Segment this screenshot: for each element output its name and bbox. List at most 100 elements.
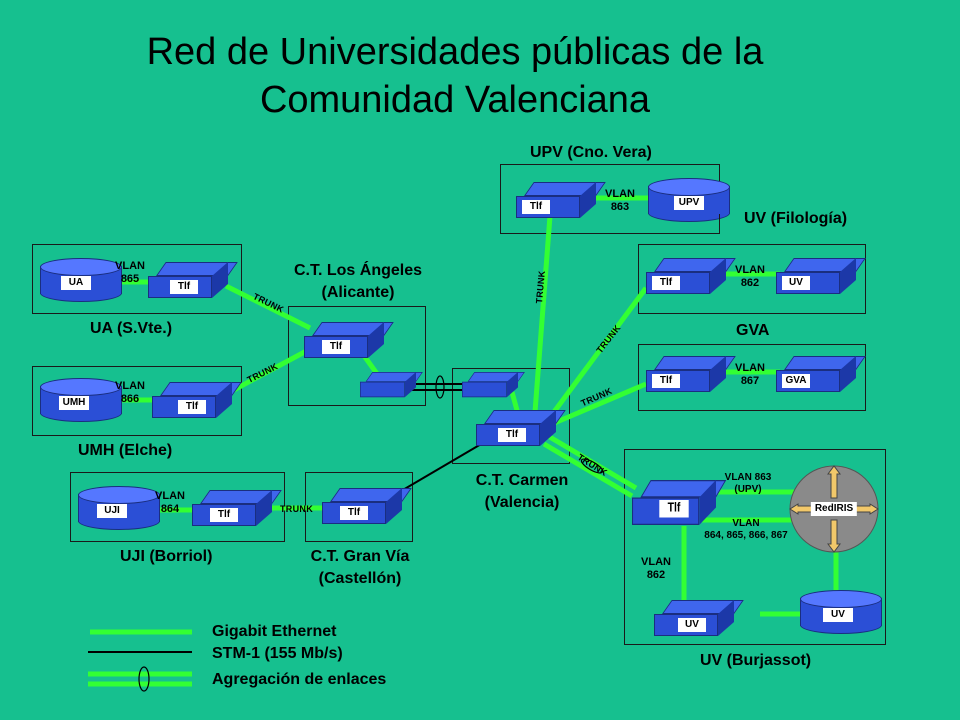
switch-umh-tlf: Tlf (152, 382, 242, 422)
title-line-2: Comunidad Valenciana (259, 79, 651, 121)
label-ct-granvia: C.T. Gran Vía (Castellón) (290, 546, 430, 590)
label-ct-carmen: C.T. Carmen (Valencia) (452, 470, 592, 514)
link-ua-angeles (224, 283, 312, 331)
router-ua: UA (40, 258, 122, 302)
router-tag: UA (61, 276, 91, 290)
switch-carmen-1 (462, 372, 525, 400)
switch-tag: Tlf (340, 506, 368, 520)
label-uji: UJI (Borriol) (120, 548, 213, 565)
switch-tag: UV (678, 618, 706, 632)
router-upv: UPV (648, 178, 730, 222)
label-ct-angeles: C.T. Los Ángeles (Alicante) (280, 260, 436, 304)
link-carmen-burjassot-b (542, 441, 634, 499)
switch-tag: UV (782, 276, 810, 290)
vlan-umh-line2: 866 (120, 393, 140, 405)
vlan-uji-line2: 864 (160, 503, 180, 515)
label-gva: GVA (736, 322, 770, 339)
router-tag: UJI (97, 504, 127, 518)
agg-ellipse-burjassot (580, 458, 604, 474)
vlan-umh: VLAN 866 (110, 380, 150, 406)
vlan-burj-862-line1: VLAN (641, 556, 671, 568)
switch-tag: Tlf (652, 374, 680, 388)
vlan-burjassot-862: VLAN 862 (634, 556, 678, 582)
switch-tag: Tlf (170, 280, 198, 294)
switch-uji-tlf: Tlf (192, 490, 282, 530)
link-gva-carmen (551, 381, 647, 427)
vlan-ua-line1: VLAN (115, 260, 145, 272)
vlan-burj-upv-line2: (UPV) (734, 484, 762, 495)
vlan-gva-line2: 867 (740, 375, 760, 387)
rediris-tag: RedIRIS (810, 502, 858, 516)
vlan-uji-line1: VLAN (155, 490, 185, 502)
switch-angeles-2 (360, 372, 423, 400)
vlan-burj-multi-line2: 864, 865, 866, 867 (704, 530, 788, 541)
label-uv-burjassot: UV (Burjassot) (700, 652, 812, 669)
legend-stm1-text: STM-1 (155 Mb/s) (212, 645, 343, 662)
legend-aggregation-text: Agregación de enlaces (212, 671, 387, 688)
vlan-burjassot-multi: VLAN 864, 865, 866, 867 (696, 518, 796, 542)
label-uv-filologia: UV (Filología) (744, 210, 848, 227)
vlan-burj-multi-line1: VLAN (732, 518, 760, 529)
switch-burjassot-tlf: Tlf (632, 480, 727, 530)
label-ua: UA (S.Vte.) (90, 320, 173, 337)
switch-tag: Tlf (322, 340, 350, 354)
router-tag: UMH (59, 396, 89, 410)
switch-tag: Tlf (178, 400, 206, 414)
switch-filologia-tlf: Tlf (646, 258, 736, 298)
switch-gva-gva: GVA (776, 356, 866, 396)
switch-carmen-tlf: Tlf (476, 410, 566, 450)
trunk-label-uji: TRUNK (280, 504, 313, 514)
title-line-1: Red de Universidades públicas de la (146, 31, 764, 73)
label-ct-granvia-line1: C.T. Gran Vía (310, 548, 410, 565)
router-tag: UPV (674, 196, 704, 210)
rediris-router: RedIRIS (788, 464, 880, 554)
switch-upv-tlf: Tlf (516, 182, 606, 222)
vlan-uji: VLAN 864 (150, 490, 190, 516)
vlan-burj-upv-line1: VLAN 863 (724, 472, 772, 483)
link-filologia-carmen (545, 286, 649, 422)
router-uji: UJI (78, 486, 160, 530)
legend-gigabit-text: Gigabit Ethernet (212, 623, 337, 640)
vlan-filologia-line2: 862 (740, 277, 760, 289)
box-gva (638, 344, 866, 411)
switch-tag: Tlf (210, 508, 238, 522)
switch-tag: Tlf (522, 200, 550, 214)
switch-gva-tlf: Tlf (646, 356, 736, 396)
switch-tag: Tlf (659, 500, 689, 518)
label-ct-carmen-line2: (Valencia) (484, 494, 560, 511)
vlan-burjassot-upv: VLAN 863 (UPV) (716, 472, 780, 496)
label-ct-angeles-line1: C.T. Los Ángeles (293, 262, 423, 279)
switch-tag: GVA (782, 374, 810, 388)
vlan-gva: VLAN 867 (730, 362, 770, 388)
box-ct-angeles (288, 306, 426, 406)
router-umh: UMH (40, 378, 122, 422)
switch-ua-tlf: Tlf (148, 262, 238, 302)
vlan-upv-line1: VLAN (605, 188, 635, 200)
switch-tag: Tlf (498, 428, 526, 442)
link-umh-angeles (228, 345, 314, 395)
label-upv: UPV (Cno. Vera) (530, 144, 652, 161)
vlan-filologia-line1: VLAN (735, 264, 765, 276)
box-uv-burjassot (624, 449, 886, 645)
vlan-gva-line1: VLAN (735, 362, 765, 374)
label-ct-carmen-line1: C.T. Carmen (475, 472, 569, 489)
diagram-title: Red de Universidades públicas de la Comu… (60, 28, 850, 124)
label-ct-angeles-line2: (Alicante) (321, 284, 395, 301)
switch-filologia-uv: UV (776, 258, 866, 298)
label-ct-granvia-line2: (Castellón) (318, 570, 402, 587)
switch-granvia-tlf: Tlf (322, 488, 412, 528)
vlan-ua: VLAN 865 (110, 260, 150, 286)
vlan-upv-line2: 863 (610, 201, 630, 213)
link-granvia-carmen-stm1 (395, 439, 489, 495)
router-burjassot-uv: UV (800, 590, 882, 634)
agg-ellipse-angeles (435, 375, 445, 399)
vlan-upv: VLAN 863 (600, 188, 640, 214)
link-upv-carmen (532, 215, 553, 413)
vlan-ua-line2: 865 (120, 273, 140, 285)
switch-angeles-tlf: Tlf (304, 322, 394, 362)
switch-burjassot-uv: UV (654, 600, 744, 640)
box-umh (32, 366, 242, 436)
vlan-filologia: VLAN 862 (730, 264, 770, 290)
box-ua (32, 244, 242, 314)
